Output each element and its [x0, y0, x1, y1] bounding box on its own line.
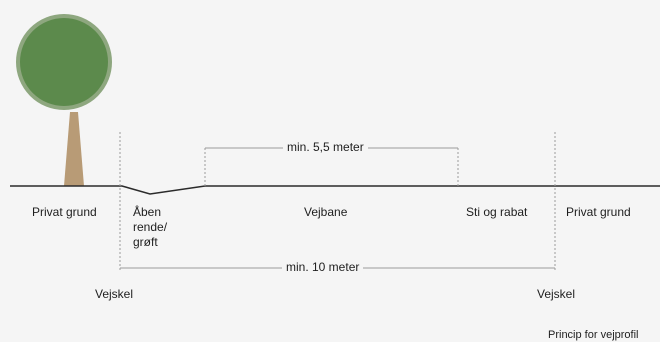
carriageway-width-label: min. 5,5 meter [283, 140, 368, 155]
diagram-caption: Princip for vejprofil [548, 329, 639, 341]
private-ground-right-label: Privat grund [566, 205, 631, 219]
carriageway-label: Vejbane [304, 205, 348, 219]
tree-canopy [16, 14, 112, 110]
road-area-width-label: min. 10 meter [282, 260, 364, 275]
ditch-label-line-1: Åben [133, 205, 162, 219]
ground-line [10, 185, 660, 195]
road-edge-left-label: Vejskel [95, 287, 134, 301]
ditch-label-line-3: grøft [133, 235, 158, 249]
private-ground-left-label: Privat grund [32, 205, 97, 219]
ditch-label: Åben rende/ grøft [133, 205, 193, 250]
road-edge-right-label: Vejskel [537, 287, 576, 301]
path-verge-label: Sti og rabat [466, 205, 528, 219]
tree-trunk [64, 112, 84, 186]
ditch-label-line-2: rende/ [133, 220, 168, 234]
